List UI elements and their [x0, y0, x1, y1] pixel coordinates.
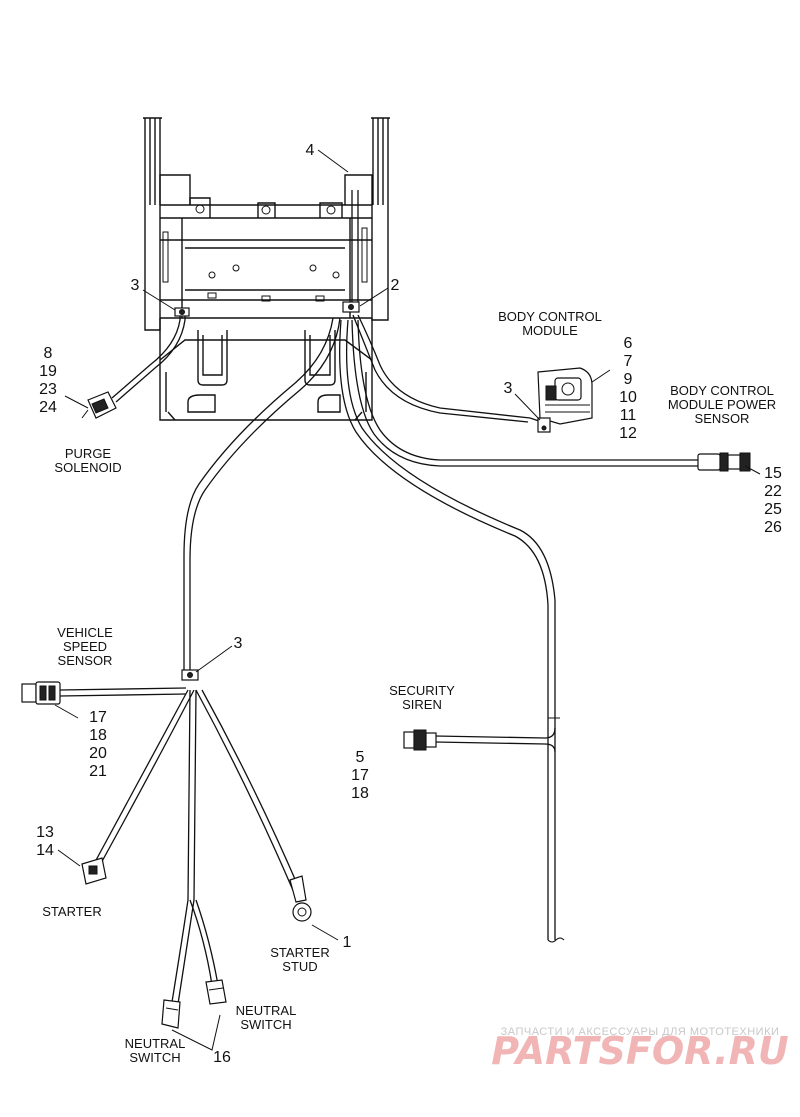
- label-bcm-sensor-line2: MODULE POWER: [668, 397, 776, 412]
- callout-siren-2: 17: [351, 767, 369, 784]
- neutral-switch-left-terminal: [161, 999, 181, 1029]
- label-bcm-sensor-line1: BODY CONTROL: [670, 383, 774, 398]
- watermark-brand: PARTSFOR.RU: [491, 1029, 789, 1073]
- clip-right: [342, 301, 360, 313]
- callout-frame: 4: [306, 142, 315, 159]
- callout-bcm-6: 12: [619, 425, 637, 442]
- label-neutral-right-line2: SWITCH: [240, 1017, 291, 1032]
- starter-connector: [81, 857, 107, 885]
- callout-purge-3: 23: [39, 381, 57, 398]
- callout-purge-2: 19: [39, 363, 57, 380]
- label-bcm-line1: BODY CONTROL: [498, 309, 602, 324]
- label-bcm-sensor-line3: SENSOR: [695, 411, 750, 426]
- bcm-power-sensor-connector: [697, 452, 751, 472]
- purge-solenoid-connector: [81, 391, 117, 419]
- callout-vss-2: 18: [89, 727, 107, 744]
- callout-bcm-2: 7: [624, 353, 633, 370]
- callout-starter-2: 14: [36, 842, 54, 859]
- callout-clip-left: 3: [131, 277, 140, 294]
- frame-tray: [143, 117, 390, 421]
- leader-lines: [54, 149, 761, 1051]
- security-siren-connector: [403, 729, 437, 751]
- label-purge-line2: SOLENOID: [54, 460, 121, 475]
- callout-bcm-5: 11: [620, 407, 637, 424]
- callout-starter-stud: 1: [343, 934, 352, 951]
- label-starter-stud-line1: STARTER: [270, 945, 329, 960]
- label-siren-line2: SIREN: [402, 697, 442, 712]
- callout-siren-1: 5: [356, 749, 365, 766]
- body-control-module: [537, 367, 593, 433]
- callout-sensor-3: 25: [764, 501, 782, 518]
- label-bcm-line2: MODULE: [522, 323, 578, 338]
- watermark-tagline: ЗАПЧАСТИ И АКСЕССУАРЫ ДЛЯ МОТОТЕХНИКИ: [501, 1026, 780, 1038]
- label-neutral-left-line1: NEUTRAL: [125, 1036, 186, 1051]
- callout-sensor-4: 26: [764, 519, 782, 536]
- callout-bcm-4: 10: [619, 389, 637, 406]
- callout-starter-1: 13: [36, 824, 54, 841]
- callout-siren-3: 18: [351, 785, 369, 802]
- callout-sensor-1: 15: [764, 465, 782, 482]
- watermark: ЗАПЧАСТИ И АКСЕССУАРЫ ДЛЯ МОТОТЕХНИКИ PA…: [491, 1026, 789, 1073]
- callout-vss-clip: 3: [234, 635, 243, 652]
- callout-bcm-clip: 3: [504, 380, 513, 397]
- label-vss-line3: SENSOR: [58, 653, 113, 668]
- label-neutral-left-line2: SWITCH: [129, 1050, 180, 1065]
- vss-connector: [21, 681, 61, 705]
- callout-purge-1: 8: [44, 345, 53, 362]
- harness-wires: [59, 189, 700, 1005]
- callout-vss-4: 21: [89, 763, 107, 780]
- label-starter-stud-line2: STUD: [282, 959, 317, 974]
- callout-vss-1: 17: [89, 709, 107, 726]
- callout-bcm-3: 9: [624, 371, 633, 388]
- clip-left: [174, 307, 190, 317]
- labels: BODY CONTROL MODULE BODY CONTROL MODULE …: [42, 309, 776, 1065]
- starter-stud-terminal: [289, 875, 312, 922]
- callout-clip-right: 2: [391, 277, 400, 294]
- label-vss-line1: VEHICLE: [57, 625, 113, 640]
- callout-numbers: 4 3 2 8 19 23 24 6 7 9 10 11 12 3 15 22 …: [36, 142, 782, 1066]
- callout-bcm-1: 6: [624, 335, 633, 352]
- callout-neutral: 16: [213, 1049, 231, 1066]
- clip-vss: [181, 669, 199, 681]
- callout-sensor-2: 22: [764, 483, 782, 500]
- label-neutral-right-line1: NEUTRAL: [236, 1003, 297, 1018]
- label-starter: STARTER: [42, 904, 101, 919]
- neutral-switch-right-terminal: [205, 979, 227, 1005]
- label-siren-line1: SECURITY: [389, 683, 455, 698]
- callout-vss-3: 20: [89, 745, 107, 762]
- callout-purge-4: 24: [39, 399, 57, 416]
- label-vss-line2: SPEED: [63, 639, 107, 654]
- label-purge-line1: PURGE: [65, 446, 112, 461]
